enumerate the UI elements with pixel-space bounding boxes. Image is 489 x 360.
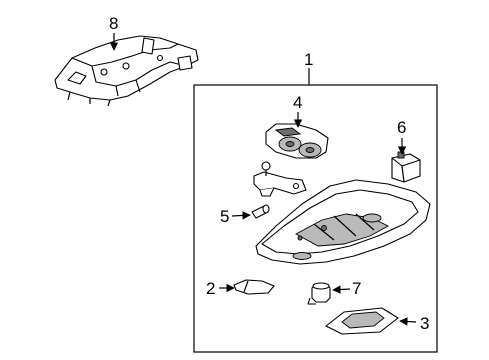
callout-8: 8: [109, 14, 118, 33]
bulb-socket: [307, 282, 331, 305]
assembly-frame: [193, 84, 438, 353]
reading-lamp: [265, 123, 329, 159]
roof-frame-bracket: [54, 35, 199, 107]
bulb: [251, 204, 270, 219]
leader-3: [399, 317, 417, 326]
callout-6: 6: [397, 118, 406, 137]
leader-7: [332, 285, 351, 294]
callout-7: 7: [352, 279, 361, 298]
console-pad: [325, 307, 399, 335]
leader-5: [231, 211, 251, 220]
lamp-lens: [233, 279, 275, 295]
callout-2: 2: [206, 279, 215, 298]
overhead-console-housing: [255, 179, 431, 265]
callout-4: 4: [293, 93, 302, 112]
callout-5: 5: [220, 207, 229, 226]
callout-1: 1: [304, 50, 313, 69]
callout-3: 3: [420, 314, 429, 333]
lamp-bracket: [253, 161, 307, 197]
control-module: [391, 151, 421, 183]
